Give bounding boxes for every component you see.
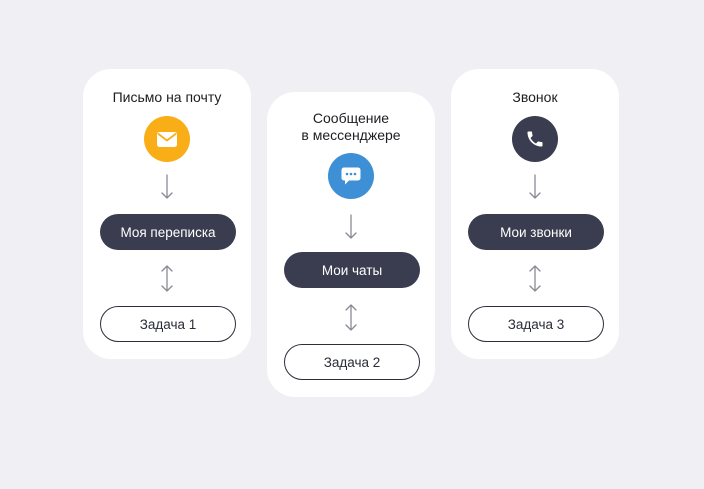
email-card-title: Письмо на почту xyxy=(112,89,222,105)
my-chats-button[interactable]: Мои чаты xyxy=(284,252,420,288)
my-calls-button[interactable]: Мои звонки xyxy=(468,214,604,250)
messenger-card-title-line2: в мессенджере xyxy=(301,127,401,143)
messenger-card-title-line1: Сообщение xyxy=(312,110,390,126)
task-2-button[interactable]: Задача 2 xyxy=(284,344,420,380)
task-3-button[interactable]: Задача 3 xyxy=(468,306,604,342)
arrow-up-down-icon xyxy=(529,265,541,292)
arrow-down-icon xyxy=(345,214,357,239)
call-card: Звонок Мои звонки Задача 3 xyxy=(451,69,619,359)
chat-icon xyxy=(328,153,374,199)
arrow-up-down-icon xyxy=(161,265,173,292)
arrow-down-icon xyxy=(161,174,173,199)
my-correspondence-button[interactable]: Моя переписка xyxy=(100,214,236,250)
mail-icon xyxy=(144,116,190,162)
email-card: Письмо на почту Моя переписка Задача 1 xyxy=(83,69,251,359)
arrow-down-icon xyxy=(529,174,541,199)
call-card-title: Звонок xyxy=(512,89,558,105)
messenger-card-title: Сообщение в мессенджере xyxy=(267,110,435,144)
phone-icon xyxy=(512,116,558,162)
messenger-card: Сообщение в мессенджере Мои чаты Задача … xyxy=(267,92,435,397)
task-1-button[interactable]: Задача 1 xyxy=(100,306,236,342)
arrow-up-down-icon xyxy=(345,304,357,331)
